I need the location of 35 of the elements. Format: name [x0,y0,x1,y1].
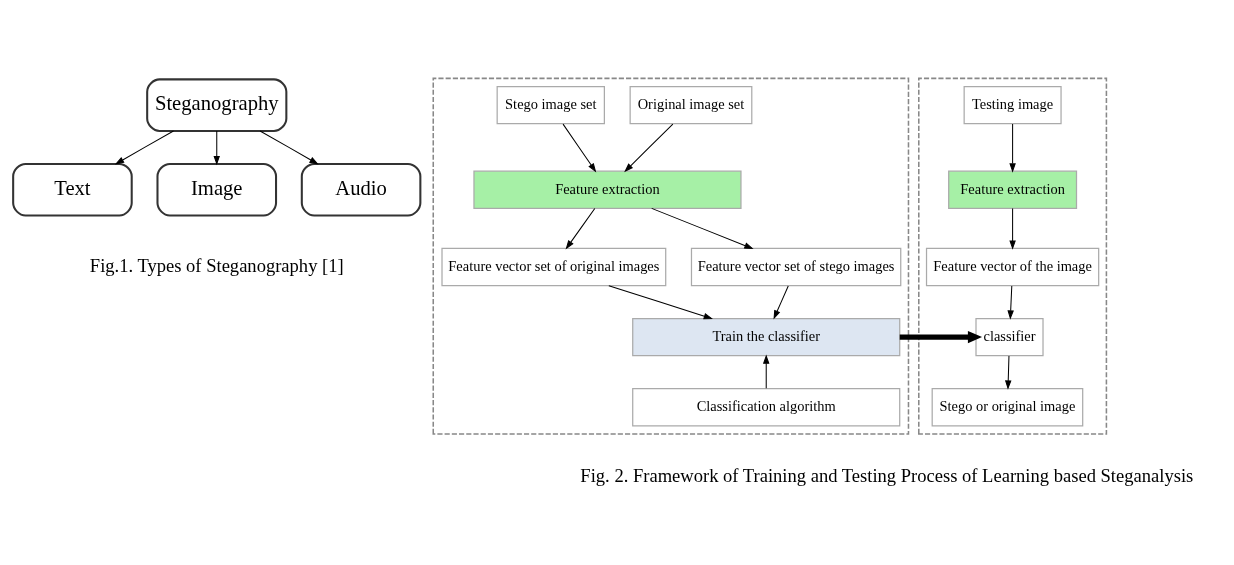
node-box: Steganography [146,77,288,132]
label: Fig.1. Types of Steganography [1] [89,254,344,276]
arrow [1004,355,1012,390]
node-box: Image [156,162,278,216]
arrow [213,129,220,165]
arrow [608,284,713,319]
arrow [1009,207,1016,250]
arrow [114,129,174,164]
node-box: Feature extraction [473,170,742,209]
arrow [1007,284,1014,320]
node-box: Original image set [629,85,753,124]
node-box: Stego image set [496,85,605,124]
arrow [762,353,770,389]
arrow [651,207,754,249]
node-box: Testing image [963,85,1062,124]
arrow [259,129,319,164]
cluster [432,77,910,435]
node-box: classifier [975,317,1044,356]
arrow [773,284,789,320]
arrow [565,207,596,250]
node-box: Feature vector of the image [925,247,1100,286]
node-box: Feature extraction [948,170,1078,209]
node-box: Feature vector set of stego images [690,247,902,286]
arrow [624,123,674,172]
node-box: Text [12,162,133,216]
node-box: Train the classifier [632,317,901,356]
arrow [899,330,983,343]
arrow [1009,123,1016,173]
arrow [562,123,597,172]
label: Fig. 2. Framework of Training and Testing Process of Learning based Steganalysis [580,464,1194,486]
node-box: Stego or original image [931,387,1084,426]
node-box: Feature vector set of original images [441,247,667,286]
cluster [918,77,1108,435]
node-box: Classification algorithm [632,387,901,426]
node-box: Audio [300,162,422,216]
